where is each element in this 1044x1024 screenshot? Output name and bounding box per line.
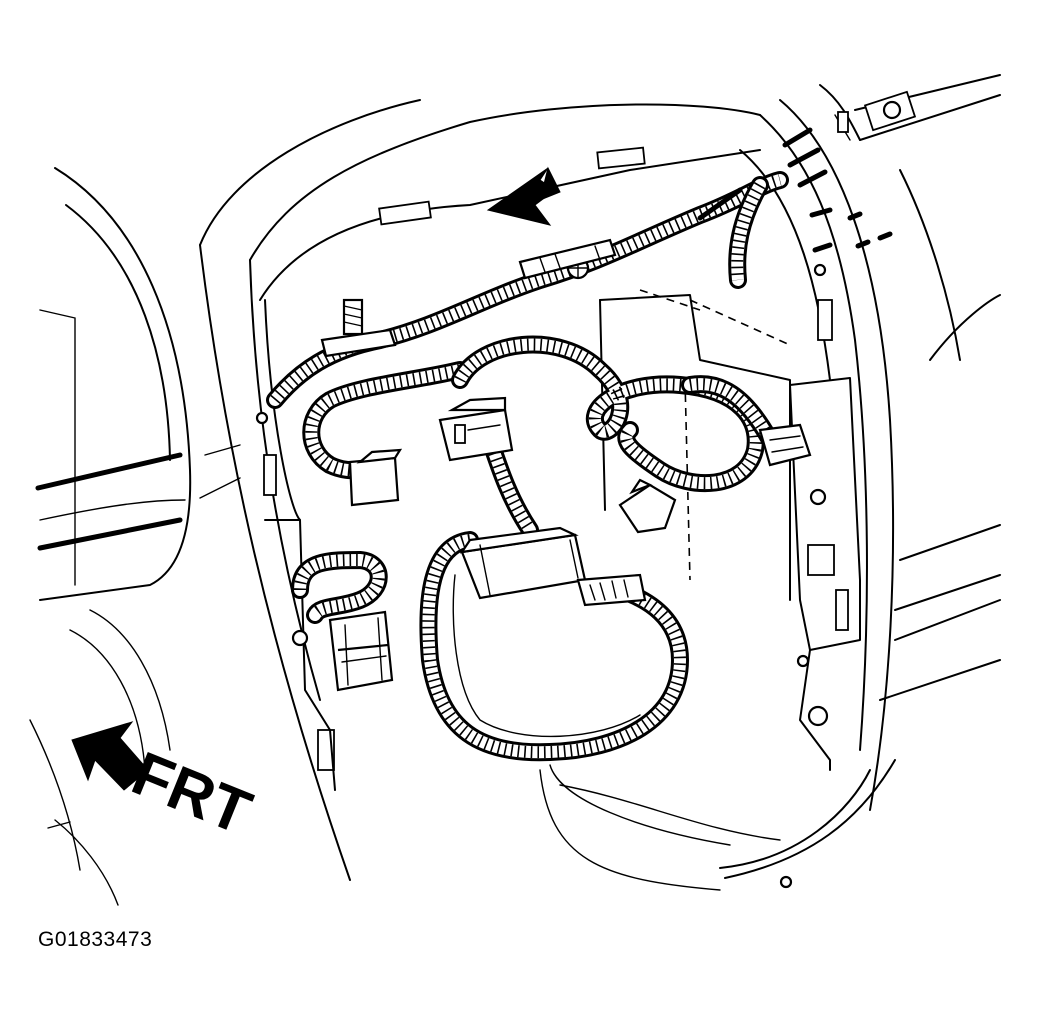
front-arrow-icon [71, 721, 149, 791]
instrument-panel-outline [199, 99, 896, 891]
direction-label: FRT [123, 739, 261, 848]
right-side-connector [758, 423, 812, 467]
relay-connector-center [438, 396, 514, 462]
stud-fastener-top [518, 238, 617, 280]
floor-arcs [29, 609, 171, 906]
right-body-outline [879, 169, 1001, 701]
relay-connector-left [348, 448, 403, 507]
stud-fastener-left [320, 298, 397, 358]
left-door-outline [35, 167, 241, 601]
top-right-trim [819, 74, 1001, 141]
right-pigtail-connector [618, 478, 677, 534]
panel-slots [263, 146, 849, 771]
main-block-connector [459, 526, 647, 607]
frame-dash-marks [697, 127, 893, 253]
left-lower-bracket [264, 519, 336, 791]
view-arrow-icon [486, 166, 561, 226]
figure-id: G01833473 [38, 928, 153, 951]
lower-left-connector [328, 610, 394, 692]
